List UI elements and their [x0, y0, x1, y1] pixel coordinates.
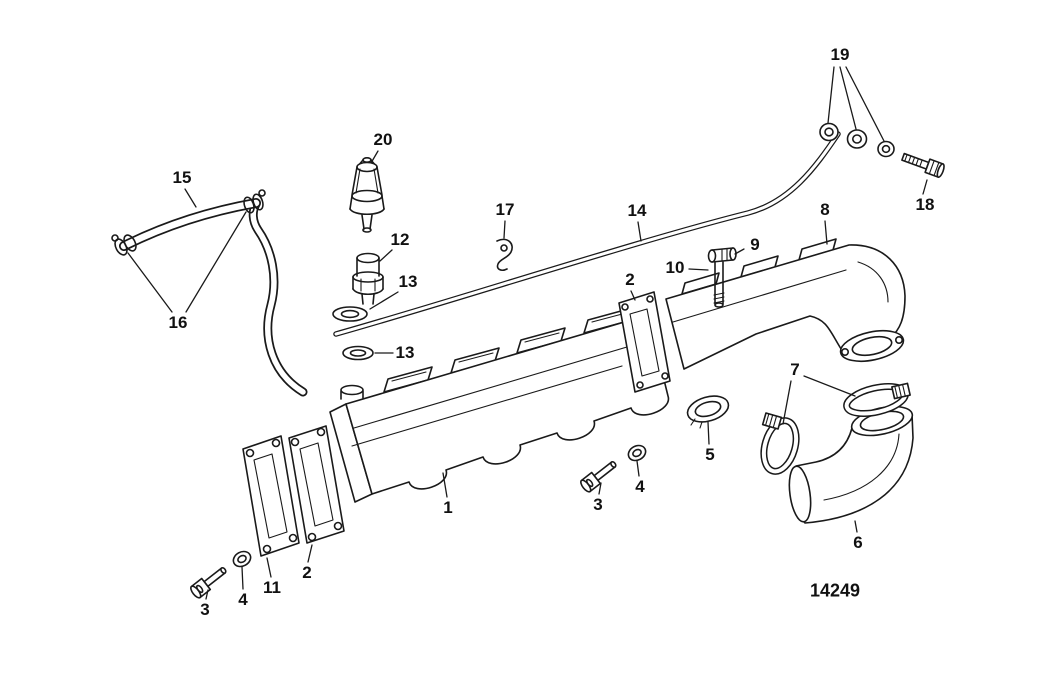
part-tube — [333, 131, 841, 337]
leader-line-washers-top — [845, 66, 885, 142]
leader-line-bolt-top — [922, 179, 928, 195]
leader-line-hose-fitting — [734, 248, 745, 255]
leader-line-bolt-middle — [598, 482, 602, 495]
leader-line-washers-top — [827, 66, 835, 124]
part-gasket-left — [288, 425, 345, 544]
part-bolt-middle — [580, 460, 617, 493]
part-washers-top — [819, 122, 895, 158]
leader-line-riser — [824, 220, 828, 245]
leader-line-hose-clamps — [127, 252, 173, 313]
leader-line-tube — [637, 221, 642, 242]
part-hose-fitting — [707, 247, 737, 263]
part-hose-clamp-outlet — [760, 412, 800, 475]
part-hose-clamp-right — [243, 189, 266, 214]
part-riser — [665, 238, 906, 370]
leader-line-gasket-left — [307, 544, 313, 563]
leader-line-hose-clamps — [185, 211, 247, 313]
leader-line-lock-washer-upper — [369, 291, 399, 310]
part-gasket-right — [618, 291, 671, 393]
part-clip — [496, 238, 513, 271]
leader-line-end-plate — [266, 557, 272, 578]
part-exhaust-elbow — [788, 405, 914, 524]
leader-line-gasket-right — [630, 290, 636, 301]
leader-line-main-manifold — [442, 472, 448, 498]
leader-line-seal-ring — [707, 421, 710, 445]
leader-line-washer-front — [241, 566, 244, 590]
part-drain-fitting — [349, 157, 385, 233]
part-main-manifold — [329, 307, 670, 503]
leader-line-elbow-fitting — [379, 249, 393, 262]
leader-line-washers-top — [839, 66, 857, 130]
leader-line-hose — [184, 188, 197, 208]
part-elbow-fitting — [352, 252, 384, 305]
part-bolt-top — [901, 152, 945, 178]
leader-line-stud — [688, 268, 709, 271]
part-hose — [119, 198, 261, 251]
part-lock-washer-lower — [342, 345, 374, 361]
part-hose-clamp-elbow-top — [843, 382, 911, 418]
part-hose-rear — [248, 199, 308, 397]
leader-line-bolt-front — [205, 589, 209, 600]
part-washer-front — [232, 550, 252, 568]
leader-line-clip — [503, 220, 506, 239]
part-lock-washer-upper — [332, 306, 368, 322]
leader-line-drain-fitting — [370, 150, 379, 164]
part-stud — [713, 261, 725, 308]
leader-line-hose-clamps-elbow — [782, 380, 792, 425]
leader-line-hose-clamps-elbow — [803, 375, 856, 397]
part-washer-middle — [627, 444, 647, 462]
part-seal-ring — [686, 395, 730, 429]
leader-line-washer-middle — [636, 460, 640, 477]
callout-leader-lines — [127, 66, 928, 600]
part-bolt-front — [190, 566, 227, 599]
part-end-plate — [242, 435, 300, 557]
drawing-number: 14249 — [809, 580, 861, 601]
leader-line-exhaust-elbow — [854, 520, 858, 533]
part-hose-clamp-left — [111, 234, 137, 256]
